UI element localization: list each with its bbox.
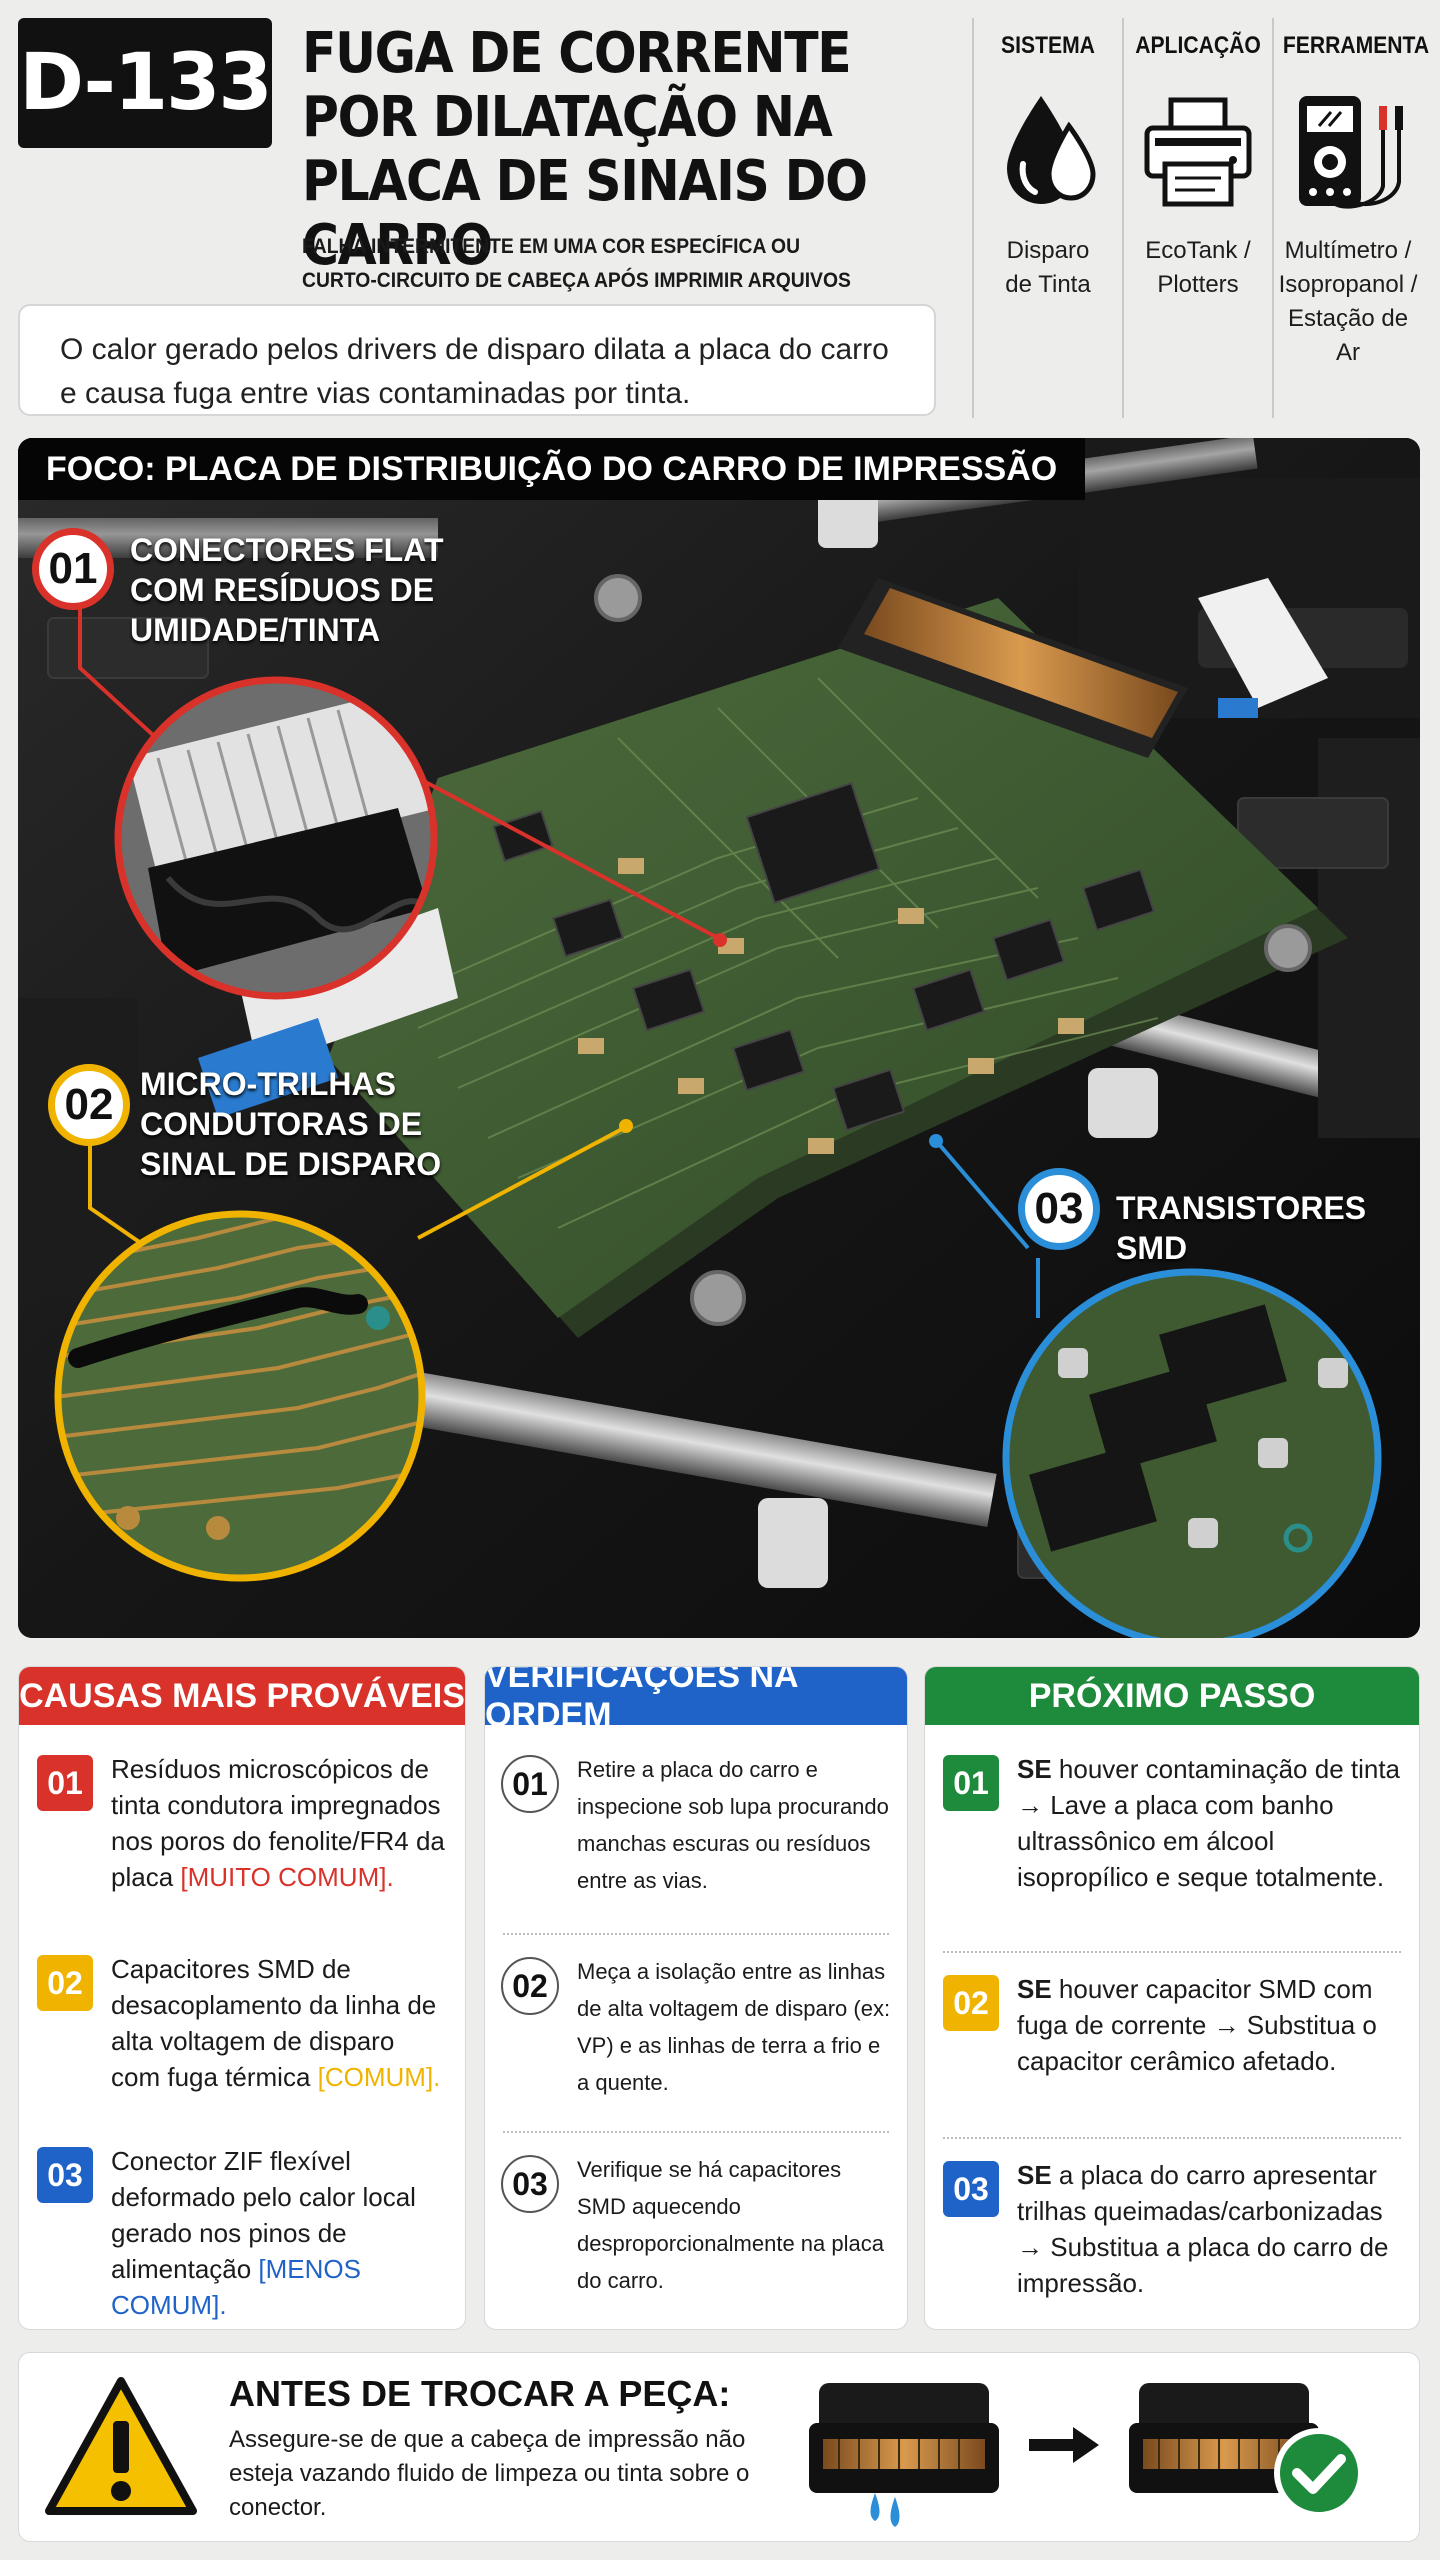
- circuit-board-photo: FOCO: PLACA DE DISTRIBUIÇÃO DO CARRO DE …: [18, 438, 1420, 1638]
- next-step-panel: PRÓXIMO PASSO 01 SE houver contaminação …: [924, 1666, 1420, 2330]
- cause-text: Conector ZIF flexível deformado pelo cal…: [111, 2143, 449, 2323]
- checks-heading: VERIFICAÇÕES NA ORDEM: [485, 1667, 907, 1734]
- check-number: 01: [501, 1755, 559, 1813]
- cause-description: Capacitores SMD de desacoplamento da lin…: [111, 1954, 437, 2092]
- callout-label-03: TRANSISTORES SMD: [1116, 1188, 1420, 1268]
- check-text: Verifique se há capacitores SMD aquecend…: [577, 2157, 884, 2293]
- leaking-printhead-icon: [809, 2383, 999, 2527]
- next-step-text: SE houver capacitor SMD com fuga de corr…: [1017, 1971, 1403, 2079]
- callout-label-line: SINAL DE DISPARO: [140, 1146, 442, 1182]
- callout-label-02: MICRO-TRILHAS CONDUTORAS DE SINAL DE DIS…: [140, 1064, 441, 1184]
- check-number: 03: [501, 2155, 559, 2213]
- circuit-board-illustration: [18, 438, 1420, 1638]
- category-heading: APLICAÇÃO: [1135, 32, 1261, 59]
- cause-description: Conector ZIF flexível deformado pelo cal…: [111, 2146, 416, 2284]
- check-text: Meça a isolação entre as linhas de alta …: [577, 1959, 891, 2095]
- cause-number: 02: [37, 1955, 93, 2011]
- callout-label-01: CONECTORES FLAT COM RESÍDUOS DE UMIDADE/…: [130, 530, 443, 650]
- callout-label-line: UMIDADE/TINTA: [130, 612, 381, 648]
- cause-text: Resíduos microscópicos de tinta condutor…: [111, 1751, 449, 1895]
- printer-icon: [1144, 97, 1252, 207]
- focus-label: FOCO: PLACA DE DISTRIBUIÇÃO DO CARRO DE …: [18, 438, 1086, 500]
- callout-label-line: CONECTORES FLAT: [130, 532, 444, 568]
- arrow-right-icon: [1029, 2427, 1099, 2463]
- category-heading: SISTEMA: [1001, 32, 1095, 59]
- document-code-badge: D-133: [18, 18, 273, 148]
- multimeter-icon: [1299, 96, 1403, 209]
- cause-description: Resíduos microscópicos de tinta condutor…: [111, 1754, 445, 1892]
- warning-icon: [45, 2377, 197, 2515]
- category-value-line: Multímetro /: [1284, 237, 1412, 264]
- category-value: EcoTank / Plotters: [1124, 234, 1272, 302]
- summary-box: O calor gerado pelos drivers de disparo …: [18, 304, 936, 416]
- category-tool: FERRAMENTA Multímetro / Isopropanol / Es…: [1272, 18, 1430, 418]
- next-step-description: houver capacitor SMD com fuga de corrent…: [1017, 1974, 1377, 2076]
- check-number: 02: [501, 1957, 559, 2015]
- divider: [503, 2131, 889, 2133]
- callout-label-line: TRANSISTORES SMD: [1116, 1190, 1367, 1266]
- condition-keyword: SE: [1017, 1754, 1052, 1784]
- checks-panel: VERIFICAÇÕES NA ORDEM 01 Retire a placa …: [484, 1666, 908, 2330]
- check-text: Retire a placa do carro e inspecione sob…: [577, 1757, 889, 1893]
- callout-label-line: MICRO-TRILHAS: [140, 1066, 396, 1102]
- warning-text: Assegure-se de que a cabeça de impressão…: [229, 2426, 750, 2521]
- frequency-tag: [MUITO COMUM].: [180, 1862, 394, 1892]
- frequency-tag: [MENOS COMUM].: [111, 2254, 361, 2320]
- frequency-tag: [COMUM].: [317, 2062, 441, 2092]
- category-system: SISTEMA Disparo de Tinta: [972, 18, 1122, 418]
- category-value-line: de Tinta: [1005, 271, 1091, 298]
- category-value-line: Estação de Ar: [1287, 305, 1409, 366]
- next-step-text: SE houver contaminação de tinta → Lave a…: [1017, 1751, 1403, 1895]
- causes-heading: CAUSAS MAIS PROVÁVEIS: [19, 1667, 465, 1725]
- cause-number: 03: [37, 2147, 93, 2203]
- warning-footer: ANTES DE TROCAR A PEÇA: Assegure-se de q…: [18, 2352, 1420, 2542]
- next-step-text: SE a placa do carro apresentar trilhas q…: [1017, 2157, 1403, 2301]
- callout-number-01: 01: [32, 528, 114, 610]
- next-step-number: 02: [943, 1975, 999, 2031]
- callout-number-02: 02: [48, 1064, 130, 1146]
- divider: [943, 2137, 1401, 2139]
- next-step-description: a placa do carro apresentar trilhas quei…: [1017, 2160, 1389, 2298]
- ink-drop-icon: [1007, 96, 1096, 204]
- next-step-description: houver contaminação de tinta → Lave a pl…: [1017, 1754, 1401, 1892]
- callout-label-line: CONDUTORAS DE: [140, 1106, 423, 1142]
- cause-text: Capacitores SMD de desacoplamento da lin…: [111, 1951, 449, 2095]
- causes-panel: CAUSAS MAIS PROVÁVEIS 01 Resíduos micros…: [18, 1666, 466, 2330]
- category-value: Disparo de Tinta: [974, 234, 1122, 302]
- category-value-line: Isopropanol /: [1278, 271, 1418, 298]
- category-value-line: Disparo: [1006, 237, 1090, 264]
- clean-printhead-icon: [1129, 2383, 1364, 2518]
- category-value-line: Plotters: [1157, 271, 1239, 298]
- page-title: FUGA DE CORRENTE POR DILATAÇÃO NA PLACA …: [302, 21, 868, 278]
- category-value-line: EcoTank /: [1145, 237, 1251, 264]
- next-step-heading: PRÓXIMO PASSO: [925, 1667, 1419, 1725]
- divider: [943, 1951, 1401, 1953]
- subtitle-line-1: FALHA INTERMITENTE EM UMA COR ESPECÍFICA…: [302, 235, 801, 258]
- condition-keyword: SE: [1017, 2160, 1052, 2190]
- callout-label-line: COM RESÍDUOS DE: [130, 572, 435, 608]
- next-step-number: 03: [943, 2161, 999, 2217]
- category-application: APLICAÇÃO EcoTank / Plotters: [1122, 18, 1272, 418]
- cause-number: 01: [37, 1755, 93, 1811]
- category-value: Multímetro / Isopropanol / Estação de Ar: [1274, 234, 1422, 370]
- warning-title: ANTES DE TROCAR A PEÇA:: [229, 2373, 731, 2414]
- category-heading: FERRAMENTA: [1282, 32, 1430, 59]
- divider: [503, 1933, 889, 1935]
- condition-keyword: SE: [1017, 1974, 1052, 2004]
- callout-number-03: 03: [1018, 1168, 1100, 1250]
- next-step-number: 01: [943, 1755, 999, 1811]
